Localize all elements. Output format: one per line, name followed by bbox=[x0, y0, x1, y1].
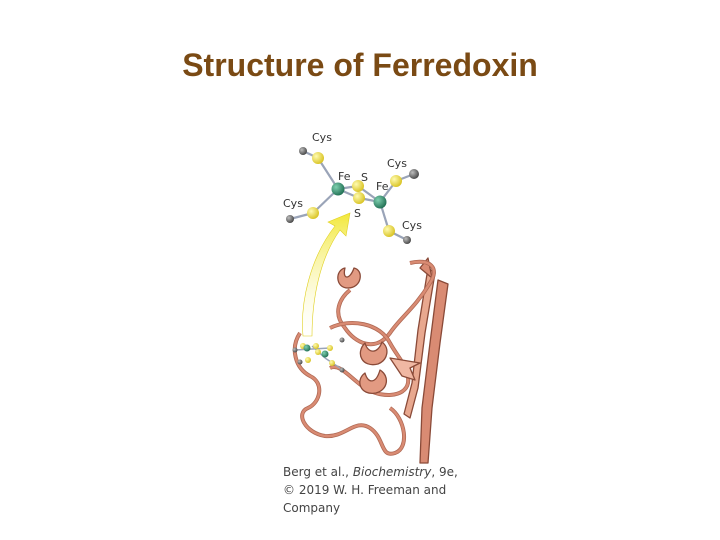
sulfur-atom bbox=[383, 225, 395, 237]
label-fe-right: Fe bbox=[376, 180, 389, 193]
iron-atom bbox=[331, 182, 345, 196]
carbon-atom bbox=[299, 147, 307, 155]
iron-sulfur-cluster bbox=[286, 147, 419, 244]
caption-line-3: Company bbox=[283, 501, 341, 515]
beta-strand-small bbox=[389, 357, 421, 381]
caption-book-title: Biochemistry bbox=[352, 465, 432, 479]
alpha-helix bbox=[359, 369, 387, 394]
figure-caption: Berg et al., Biochemistry, 9e, © 2019 W.… bbox=[283, 463, 483, 517]
caption-authors: Berg et al., bbox=[283, 465, 353, 479]
ferredoxin-structure-illustration bbox=[286, 147, 449, 464]
label-cys-left: Cys bbox=[283, 197, 303, 210]
beta-strand bbox=[403, 267, 436, 419]
protein-ribbon bbox=[292, 257, 449, 464]
carbon-atom bbox=[409, 169, 419, 179]
sulfur-atom bbox=[312, 152, 324, 164]
label-cys-right-bottom: Cys bbox=[402, 219, 422, 232]
protein-cluster bbox=[292, 337, 345, 373]
carbon-atom bbox=[403, 236, 411, 244]
beta-strand bbox=[419, 279, 449, 464]
slide-title: Structure of Ferredoxin bbox=[182, 47, 538, 83]
sulfur-atom bbox=[307, 207, 319, 219]
label-s-top: S bbox=[361, 171, 368, 184]
sulfur-atom bbox=[353, 192, 365, 204]
carbon-atom bbox=[286, 215, 294, 223]
sulfur-atom bbox=[390, 175, 402, 187]
loop bbox=[329, 321, 410, 397]
caption-edition: , 9e, bbox=[431, 465, 458, 479]
caption-line-2: © 2019 W. H. Freeman and bbox=[283, 483, 447, 497]
iron-atom bbox=[373, 195, 387, 209]
loop bbox=[293, 332, 406, 455]
alpha-helix bbox=[359, 341, 388, 366]
sulfur-atom bbox=[352, 180, 364, 192]
loop bbox=[337, 260, 436, 346]
zoom-arrow bbox=[302, 212, 351, 337]
alpha-helix bbox=[337, 267, 361, 289]
label-fe-left: Fe bbox=[338, 170, 351, 183]
caption-line-1: Berg et al., Biochemistry, 9e, bbox=[283, 463, 483, 481]
label-s-bottom: S bbox=[354, 207, 361, 220]
label-cys-top: Cys bbox=[312, 131, 332, 144]
label-cys-right-top: Cys bbox=[387, 157, 407, 170]
ferredoxin-figure: Cys Cys Cys Cys Fe Fe S S bbox=[270, 118, 460, 518]
